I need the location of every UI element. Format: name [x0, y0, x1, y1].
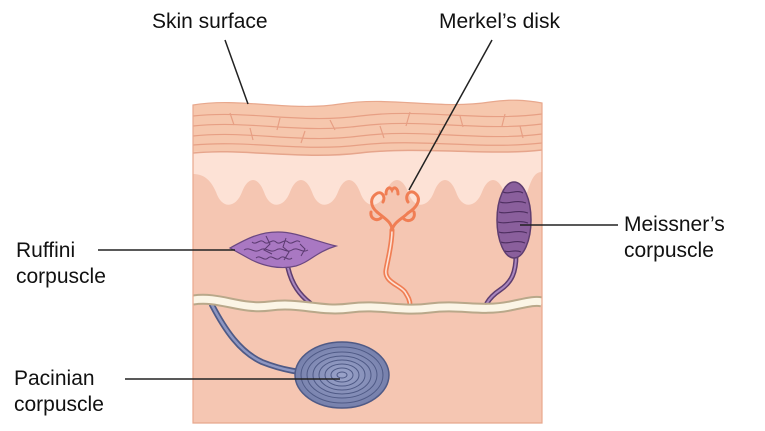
skin-surface-label: Skin surface: [152, 10, 268, 33]
pacinian-corpuscle-label: Pacinian corpuscle: [14, 366, 104, 418]
leader-lines: [98, 39, 618, 380]
meissners-corpuscle-label-line-2: corpuscle: [624, 239, 714, 262]
meissners-corpuscle: [496, 181, 532, 259]
skin-surface-leader: [224, 39, 249, 105]
papillary-layer: [193, 150, 542, 205]
epidermis-lines: [193, 111, 542, 148]
merkels-disk-leader: [408, 39, 493, 191]
pacinian-corpuscle-label-line-1: Pacinian: [14, 367, 95, 390]
merkels-disk: [369, 186, 420, 232]
merkels-disk-label: Merkel’s disk: [439, 10, 560, 33]
ruffini-corpuscle-label: Ruffini corpuscle: [16, 238, 106, 290]
meissners-corpuscle-label: Meissner’s corpuscle: [624, 212, 725, 264]
skin-block-outline: [192, 99, 543, 424]
ruffini-corpuscle-label-line-1: Ruffini: [16, 239, 76, 262]
meissners-corpuscle-label-line-1: Meissner’s: [624, 213, 725, 236]
ruffini-corpuscle: [228, 231, 339, 269]
pacinian-corpuscle-label-line-2: corpuscle: [14, 393, 104, 416]
nerve-fiber: [193, 293, 542, 315]
pacinian-corpuscle: [294, 341, 390, 409]
ruffini-corpuscle-label-line-2: corpuscle: [16, 265, 106, 288]
